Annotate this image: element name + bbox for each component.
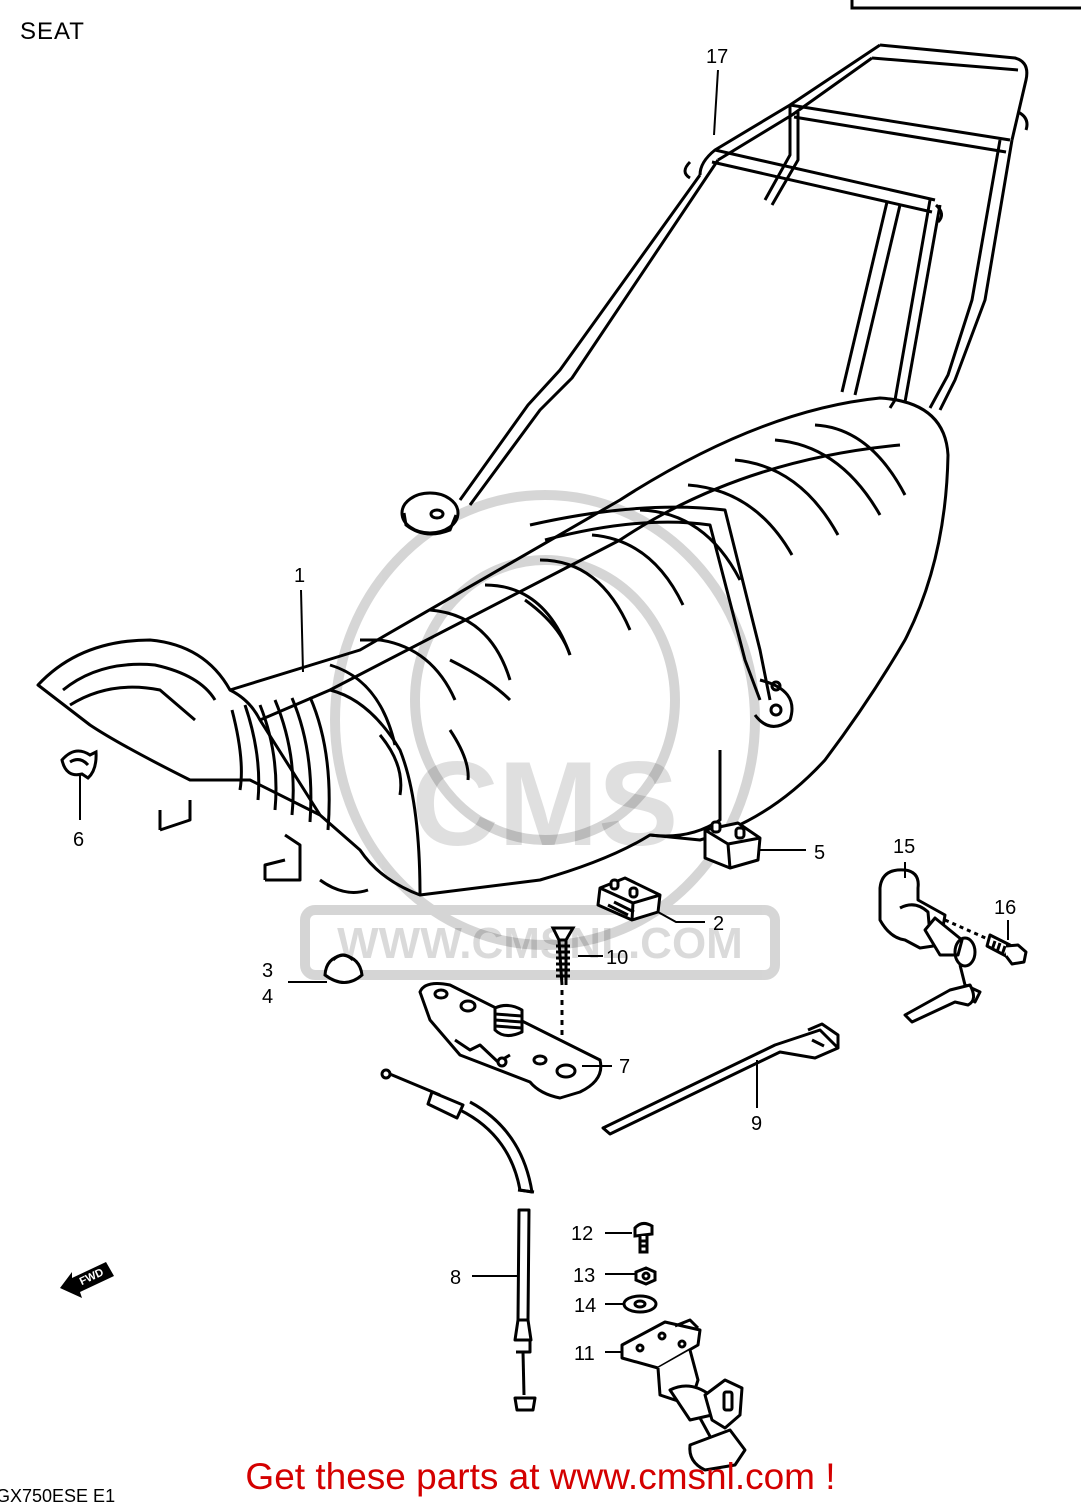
forward-arrow: FWD xyxy=(60,1262,114,1298)
seat-strap xyxy=(529,505,794,728)
leader-lines xyxy=(79,69,1009,1353)
bolt xyxy=(633,1221,654,1254)
parts-link-banner[interactable]: Get these parts at www.cmsnl.com ! xyxy=(245,1456,836,1497)
callout-16: 16 xyxy=(994,897,1016,919)
screw xyxy=(550,926,576,1040)
callout-6: 6 xyxy=(73,829,84,851)
callout-15: 15 xyxy=(893,836,915,858)
callout-10: 10 xyxy=(606,947,628,969)
callout-3: 3 xyxy=(262,960,273,982)
seat-lock-cable xyxy=(380,1068,537,1412)
callout-7: 7 xyxy=(619,1056,630,1078)
callout-8: 8 xyxy=(450,1267,461,1289)
callout-14: 14 xyxy=(574,1295,596,1317)
callout-5: 5 xyxy=(814,842,825,864)
callout-2: 2 xyxy=(713,913,724,935)
watermark-brand: CMS xyxy=(412,737,679,871)
seat-damper-rear xyxy=(596,876,662,922)
drawing-code: GX750ESE E1 xyxy=(0,1486,116,1506)
seat-lock-base xyxy=(418,982,603,1100)
callout-11: 11 xyxy=(574,1343,595,1365)
callout-17: 17 xyxy=(706,46,728,68)
diagram-title: SEAT xyxy=(20,18,85,45)
seat xyxy=(36,396,950,897)
washer xyxy=(622,1294,658,1314)
callout-12: 12 xyxy=(571,1223,593,1245)
frame-corner xyxy=(850,0,1081,10)
nut xyxy=(634,1266,657,1286)
watermark xyxy=(300,490,780,980)
callout-13: 13 xyxy=(573,1265,595,1287)
seat-lock-keys xyxy=(620,1318,747,1472)
callout-labels: 17 1 6 5 15 16 2 10 3 4 7 9 12 8 13 14 1… xyxy=(73,46,1016,1365)
cushion xyxy=(323,953,364,984)
seat-hook xyxy=(60,749,98,780)
watermark-url: WWW.CMSNL.COM xyxy=(337,919,743,968)
seat-damper-front xyxy=(703,820,762,870)
callout-1: 1 xyxy=(294,565,305,587)
callout-4: 4 xyxy=(262,986,273,1008)
seat-lock-assembly xyxy=(878,868,1028,1024)
rack-mount-tab xyxy=(400,491,460,536)
luggage-rack xyxy=(458,43,1029,506)
seat-lock-lever xyxy=(601,1022,840,1136)
callout-9: 9 xyxy=(751,1113,762,1135)
